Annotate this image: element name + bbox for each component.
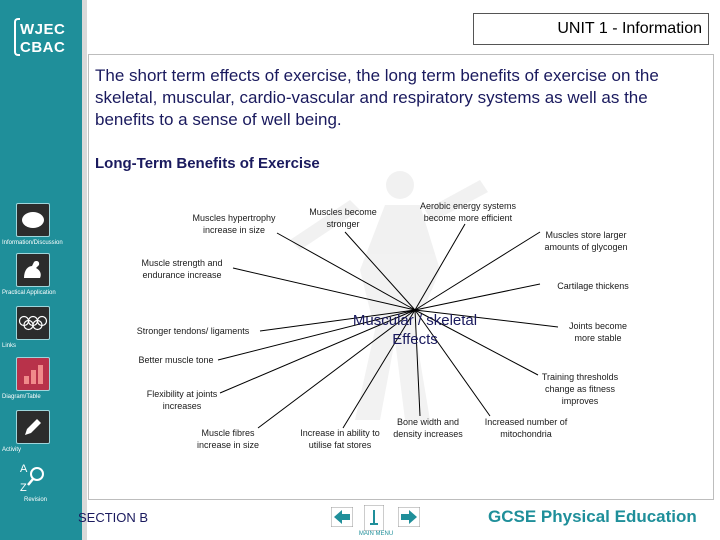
label-fibres: Muscle fibres increase in size: [196, 428, 260, 450]
nav-information-discussion[interactable]: Information/Discussion: [0, 203, 82, 251]
nav-label-practical: Practical Application: [2, 290, 56, 296]
label-stronger: Muscles become stronger: [309, 207, 377, 229]
nav-diagram-table[interactable]: Diagram/Table: [0, 357, 82, 405]
sidebar-divider: [82, 0, 87, 540]
main-menu-label: MAIN MENU: [358, 531, 394, 537]
nav-links[interactable]: Links: [0, 306, 82, 354]
label-flexibility: Flexibility at joints increases: [146, 389, 218, 411]
line-flexibility: [219, 309, 416, 394]
unit-title: UNIT 1 - Information: [473, 13, 709, 45]
section-label: SECTION B: [78, 510, 149, 525]
line-tone: [217, 309, 416, 361]
nav-activity[interactable]: Activity: [0, 410, 82, 458]
label-mitochondria: Increased number of mitochondria: [484, 417, 568, 439]
svg-text:Z: Z: [20, 482, 27, 494]
bar-chart-icon: [16, 357, 50, 391]
back-arrow-button[interactable]: [330, 506, 354, 528]
label-tendons: Stronger tendons/ ligaments: [136, 326, 250, 336]
line-strength: [232, 267, 416, 311]
nav-label-links: Links: [2, 343, 17, 349]
brand-label: GCSE Physical Education: [488, 507, 697, 526]
flexed-arm-icon: [16, 253, 50, 287]
wjec-logo: WJEC CBAC: [8, 8, 66, 56]
logo-line2: CBAC: [20, 39, 66, 56]
label-hypertrophy: Muscles hypertrophy increase in size: [192, 213, 276, 235]
label-fat-stores: Increase in ability to utilise fat store…: [300, 428, 380, 450]
label-strength: Muscle strength and endurance increase: [141, 258, 223, 280]
label-cartilage: Cartilage thickens: [557, 281, 629, 291]
back-arrow-icon: [330, 506, 354, 528]
nav-label-diagram: Diagram/Table: [2, 394, 41, 400]
nav-label-revision: Revision: [24, 497, 48, 503]
nav-revision[interactable]: A Z Revision: [0, 460, 82, 508]
olympic-rings-icon: [16, 306, 50, 340]
line-fibres: [257, 309, 416, 429]
line-bone: [414, 309, 421, 417]
forward-arrow-button[interactable]: [397, 506, 421, 528]
label-thresholds: Training thresholds change as fitness im…: [541, 372, 619, 406]
line-stronger: [344, 231, 416, 311]
main-menu-icon: [363, 504, 385, 532]
line-cartilage: [414, 283, 541, 311]
nav-label-information: Information/Discussion: [2, 240, 63, 246]
line-joints: [414, 309, 559, 328]
speech-bubble-icon: [16, 203, 50, 237]
logo-bracket: [14, 18, 20, 56]
label-glycogen: Muscles store larger amounts of glycogen: [544, 230, 628, 252]
content-frame: [88, 54, 714, 500]
a-to-z-icon: A Z: [16, 460, 50, 494]
label-bone: Bone width and density increases: [393, 417, 463, 439]
section-title: Long-Term Benefits of Exercise: [95, 155, 320, 172]
line-aerobic: [414, 223, 466, 311]
line-mitochondria: [414, 309, 491, 417]
line-thresholds: [414, 309, 539, 376]
main-menu-button[interactable]: [363, 504, 385, 532]
pencil-icon: [16, 410, 50, 444]
sidebar: WJEC CBAC Information/Discussion Practic…: [0, 0, 82, 540]
center-label: Muscular / skeletal Effects: [352, 312, 478, 348]
logo-line1: WJEC: [20, 21, 66, 38]
forward-arrow-icon: [397, 506, 421, 528]
intro-text: The short term effects of exercise, the …: [95, 66, 659, 129]
label-aerobic: Aerobic energy systems become more effic…: [419, 201, 517, 223]
line-glycogen: [414, 231, 541, 311]
line-fat-stores: [342, 309, 416, 429]
line-hypertrophy: [276, 232, 416, 311]
line-tendons: [259, 309, 416, 332]
svg-text:A: A: [20, 463, 28, 475]
nav-label-activity: Activity: [2, 447, 22, 453]
nav-practical-application[interactable]: Practical Application: [0, 253, 82, 301]
label-tone: Better muscle tone: [138, 355, 214, 365]
label-joints: Joints become more stable: [568, 321, 628, 343]
